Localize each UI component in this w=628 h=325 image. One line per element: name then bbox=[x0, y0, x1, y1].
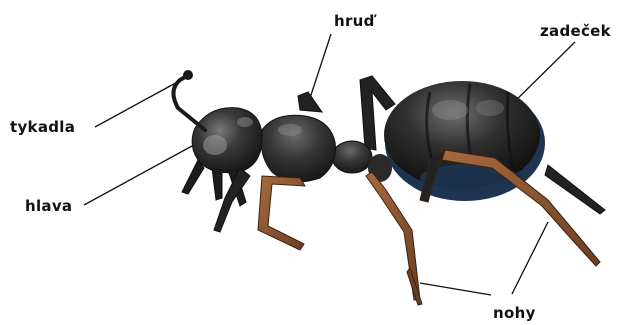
leader-hlava bbox=[84, 146, 192, 205]
leader-nohy-left bbox=[420, 283, 491, 295]
thorax bbox=[261, 115, 335, 182]
label-head: hlava bbox=[25, 197, 72, 215]
leader-tykadla bbox=[95, 79, 183, 127]
leg-middle bbox=[258, 176, 305, 250]
label-abdomen: zadeček bbox=[540, 22, 611, 40]
petiole bbox=[332, 141, 372, 173]
leader-nohy-right bbox=[512, 222, 548, 294]
label-antennae: tykadla bbox=[10, 118, 75, 136]
leg-mid-back bbox=[298, 92, 322, 112]
head bbox=[192, 108, 262, 173]
leg-hind bbox=[366, 172, 422, 305]
label-legs: nohy bbox=[493, 304, 536, 322]
label-thorax: hruď bbox=[334, 12, 375, 30]
leader-hrud bbox=[310, 34, 331, 98]
